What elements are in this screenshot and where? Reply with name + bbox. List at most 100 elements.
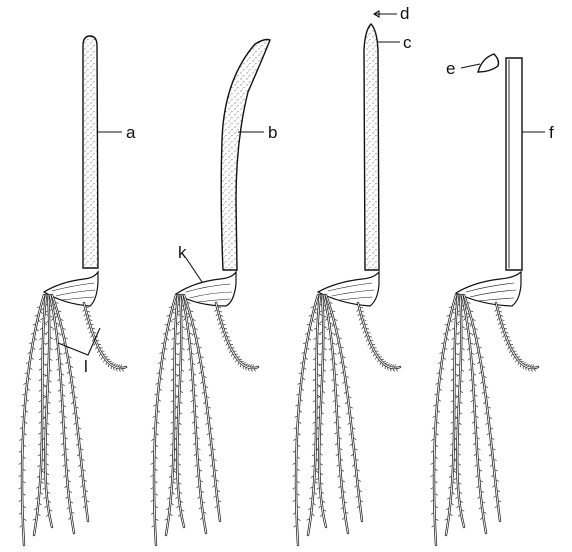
- root-hair: [67, 507, 69, 509]
- root-hair: [342, 518, 344, 520]
- root-hair: [35, 315, 38, 316]
- root-hair: [337, 465, 339, 467]
- root-hair: [304, 368, 306, 370]
- root-hair: [151, 451, 153, 452]
- root-hair: [40, 503, 42, 505]
- root-hair: [160, 352, 163, 353]
- root-hair: [67, 372, 69, 374]
- root-hair: [470, 311, 473, 312]
- root-hair: [451, 379, 453, 380]
- root-core: [184, 295, 220, 521]
- root-hair: [310, 487, 312, 488]
- root-hair: [180, 492, 182, 493]
- root-hair: [296, 394, 298, 395]
- root-hair: [459, 433, 461, 435]
- coleoptile-f: [506, 58, 522, 270]
- root-hair: [313, 422, 315, 423]
- root-hair: [431, 451, 433, 452]
- root-hair: [170, 514, 172, 516]
- root-hair: [221, 315, 224, 316]
- root-hair: [156, 519, 158, 520]
- seedling-2-roots: [151, 295, 258, 545]
- root-hair: [312, 433, 314, 434]
- root-hair: [64, 486, 66, 488]
- root-hair: [451, 411, 453, 412]
- root-hair: [450, 455, 452, 456]
- root-hair: [456, 397, 458, 398]
- root-hair: [29, 343, 32, 344]
- root-hair: [473, 363, 475, 364]
- root-hair: [492, 438, 494, 439]
- root-hair: [212, 486, 214, 488]
- root-hair: [196, 352, 198, 354]
- root-hair: [299, 373, 301, 374]
- root-hair: [24, 445, 26, 447]
- root-hair: [176, 497, 178, 499]
- root-hair: [47, 473, 49, 474]
- root-hair: [333, 343, 335, 344]
- root-hair: [307, 519, 309, 520]
- root-hair: [318, 385, 320, 387]
- root-hair: [330, 316, 332, 318]
- root-hair: [295, 405, 297, 406]
- root-hair: [218, 491, 220, 492]
- root-hair: [243, 363, 246, 364]
- root-hair: [215, 470, 217, 471]
- root-hair: [82, 496, 84, 498]
- root-hair: [484, 512, 486, 513]
- root-hair: [213, 449, 215, 450]
- root-hair: [19, 488, 21, 490]
- root-hair: [202, 392, 204, 394]
- root-hair: [293, 475, 295, 476]
- root-hair: [309, 315, 312, 316]
- root-hair: [468, 316, 470, 318]
- root-hair: [19, 475, 21, 476]
- root-hair: [434, 394, 436, 395]
- root-hair: [197, 338, 200, 339]
- root-hair: [251, 369, 252, 371]
- root-hair: [339, 427, 341, 428]
- root-hair: [339, 338, 342, 339]
- root-hair: [58, 390, 60, 392]
- root-hair: [188, 359, 190, 361]
- root-hair: [209, 454, 211, 456]
- root-hair: [348, 423, 350, 425]
- root-hair: [491, 428, 493, 429]
- root-hair: [106, 362, 107, 365]
- root-hair: [462, 359, 464, 361]
- root-hair: [76, 444, 78, 446]
- root-hair: [56, 316, 58, 318]
- root-hair: [171, 390, 173, 391]
- leader-lines: [58, 11, 545, 355]
- root-hair: [314, 318, 316, 319]
- root-hair: [66, 449, 68, 450]
- root-hair: [69, 357, 72, 358]
- root-hair: [477, 338, 480, 339]
- root-hair: [316, 469, 318, 471]
- root-hair: [366, 328, 369, 329]
- root-hair: [336, 343, 338, 345]
- root-hair: [47, 483, 49, 484]
- root-hair: [224, 328, 227, 329]
- root-hair: [325, 319, 327, 321]
- root-hair: [195, 476, 197, 478]
- root-hair: [167, 315, 170, 316]
- root-hair: [318, 364, 320, 366]
- root-hair: [450, 514, 452, 516]
- root-hair: [371, 340, 374, 341]
- root-hair: [179, 423, 181, 425]
- root-hair: [254, 369, 256, 371]
- root-hair: [336, 374, 338, 375]
- coleoptile-b: [221, 40, 270, 271]
- root-hair: [456, 497, 458, 499]
- root-hair: [349, 397, 351, 398]
- root-hair: [86, 307, 89, 308]
- root-hair: [59, 400, 61, 402]
- root-hair: [309, 338, 311, 340]
- root-hair: [320, 321, 322, 323]
- root-hair: [462, 348, 464, 350]
- root-hair: [182, 316, 184, 317]
- root-hair: [350, 444, 352, 446]
- root-hair: [163, 333, 166, 334]
- root-hair: [483, 502, 485, 503]
